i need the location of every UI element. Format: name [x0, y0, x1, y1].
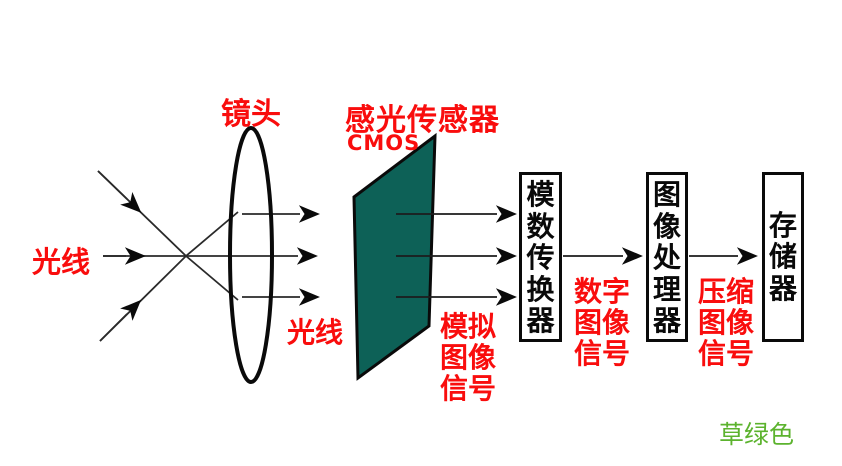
analog-signal-label: 模拟图像信号 — [439, 310, 496, 405]
light-label-left: 光线 — [32, 245, 91, 279]
adc-box: 模数传换器 — [519, 172, 562, 342]
light-rays-incoming — [97, 170, 318, 342]
image-processor-box: 图像处理器 — [646, 172, 688, 342]
light-label-bottom: 光线 — [287, 316, 344, 349]
cmos-sensor-shape — [352, 132, 437, 381]
digital-signal-label: 数字图像信号 — [573, 275, 630, 370]
storage-box-label: 存储器 — [768, 208, 797, 305]
lens-label: 镜头 — [221, 97, 281, 132]
adc-box-label: 模数传换器 — [526, 178, 555, 337]
arrowhead-ray-bottom — [99, 299, 142, 342]
sensor-label: 感光传感器 — [345, 103, 500, 138]
light-ray-bottom — [99, 211, 239, 342]
color-note-label: 草绿色 — [719, 420, 795, 449]
compressed-signal-label: 压缩图像信号 — [697, 275, 754, 370]
image-processor-box-label: 图像处理器 — [652, 178, 681, 337]
arrowhead-ray-top — [97, 170, 142, 213]
lens-shape — [228, 126, 274, 384]
cmos-label: CMOS — [347, 131, 421, 155]
storage-box: 存储器 — [762, 172, 804, 342]
rays-sensor-to-adc — [396, 205, 517, 306]
